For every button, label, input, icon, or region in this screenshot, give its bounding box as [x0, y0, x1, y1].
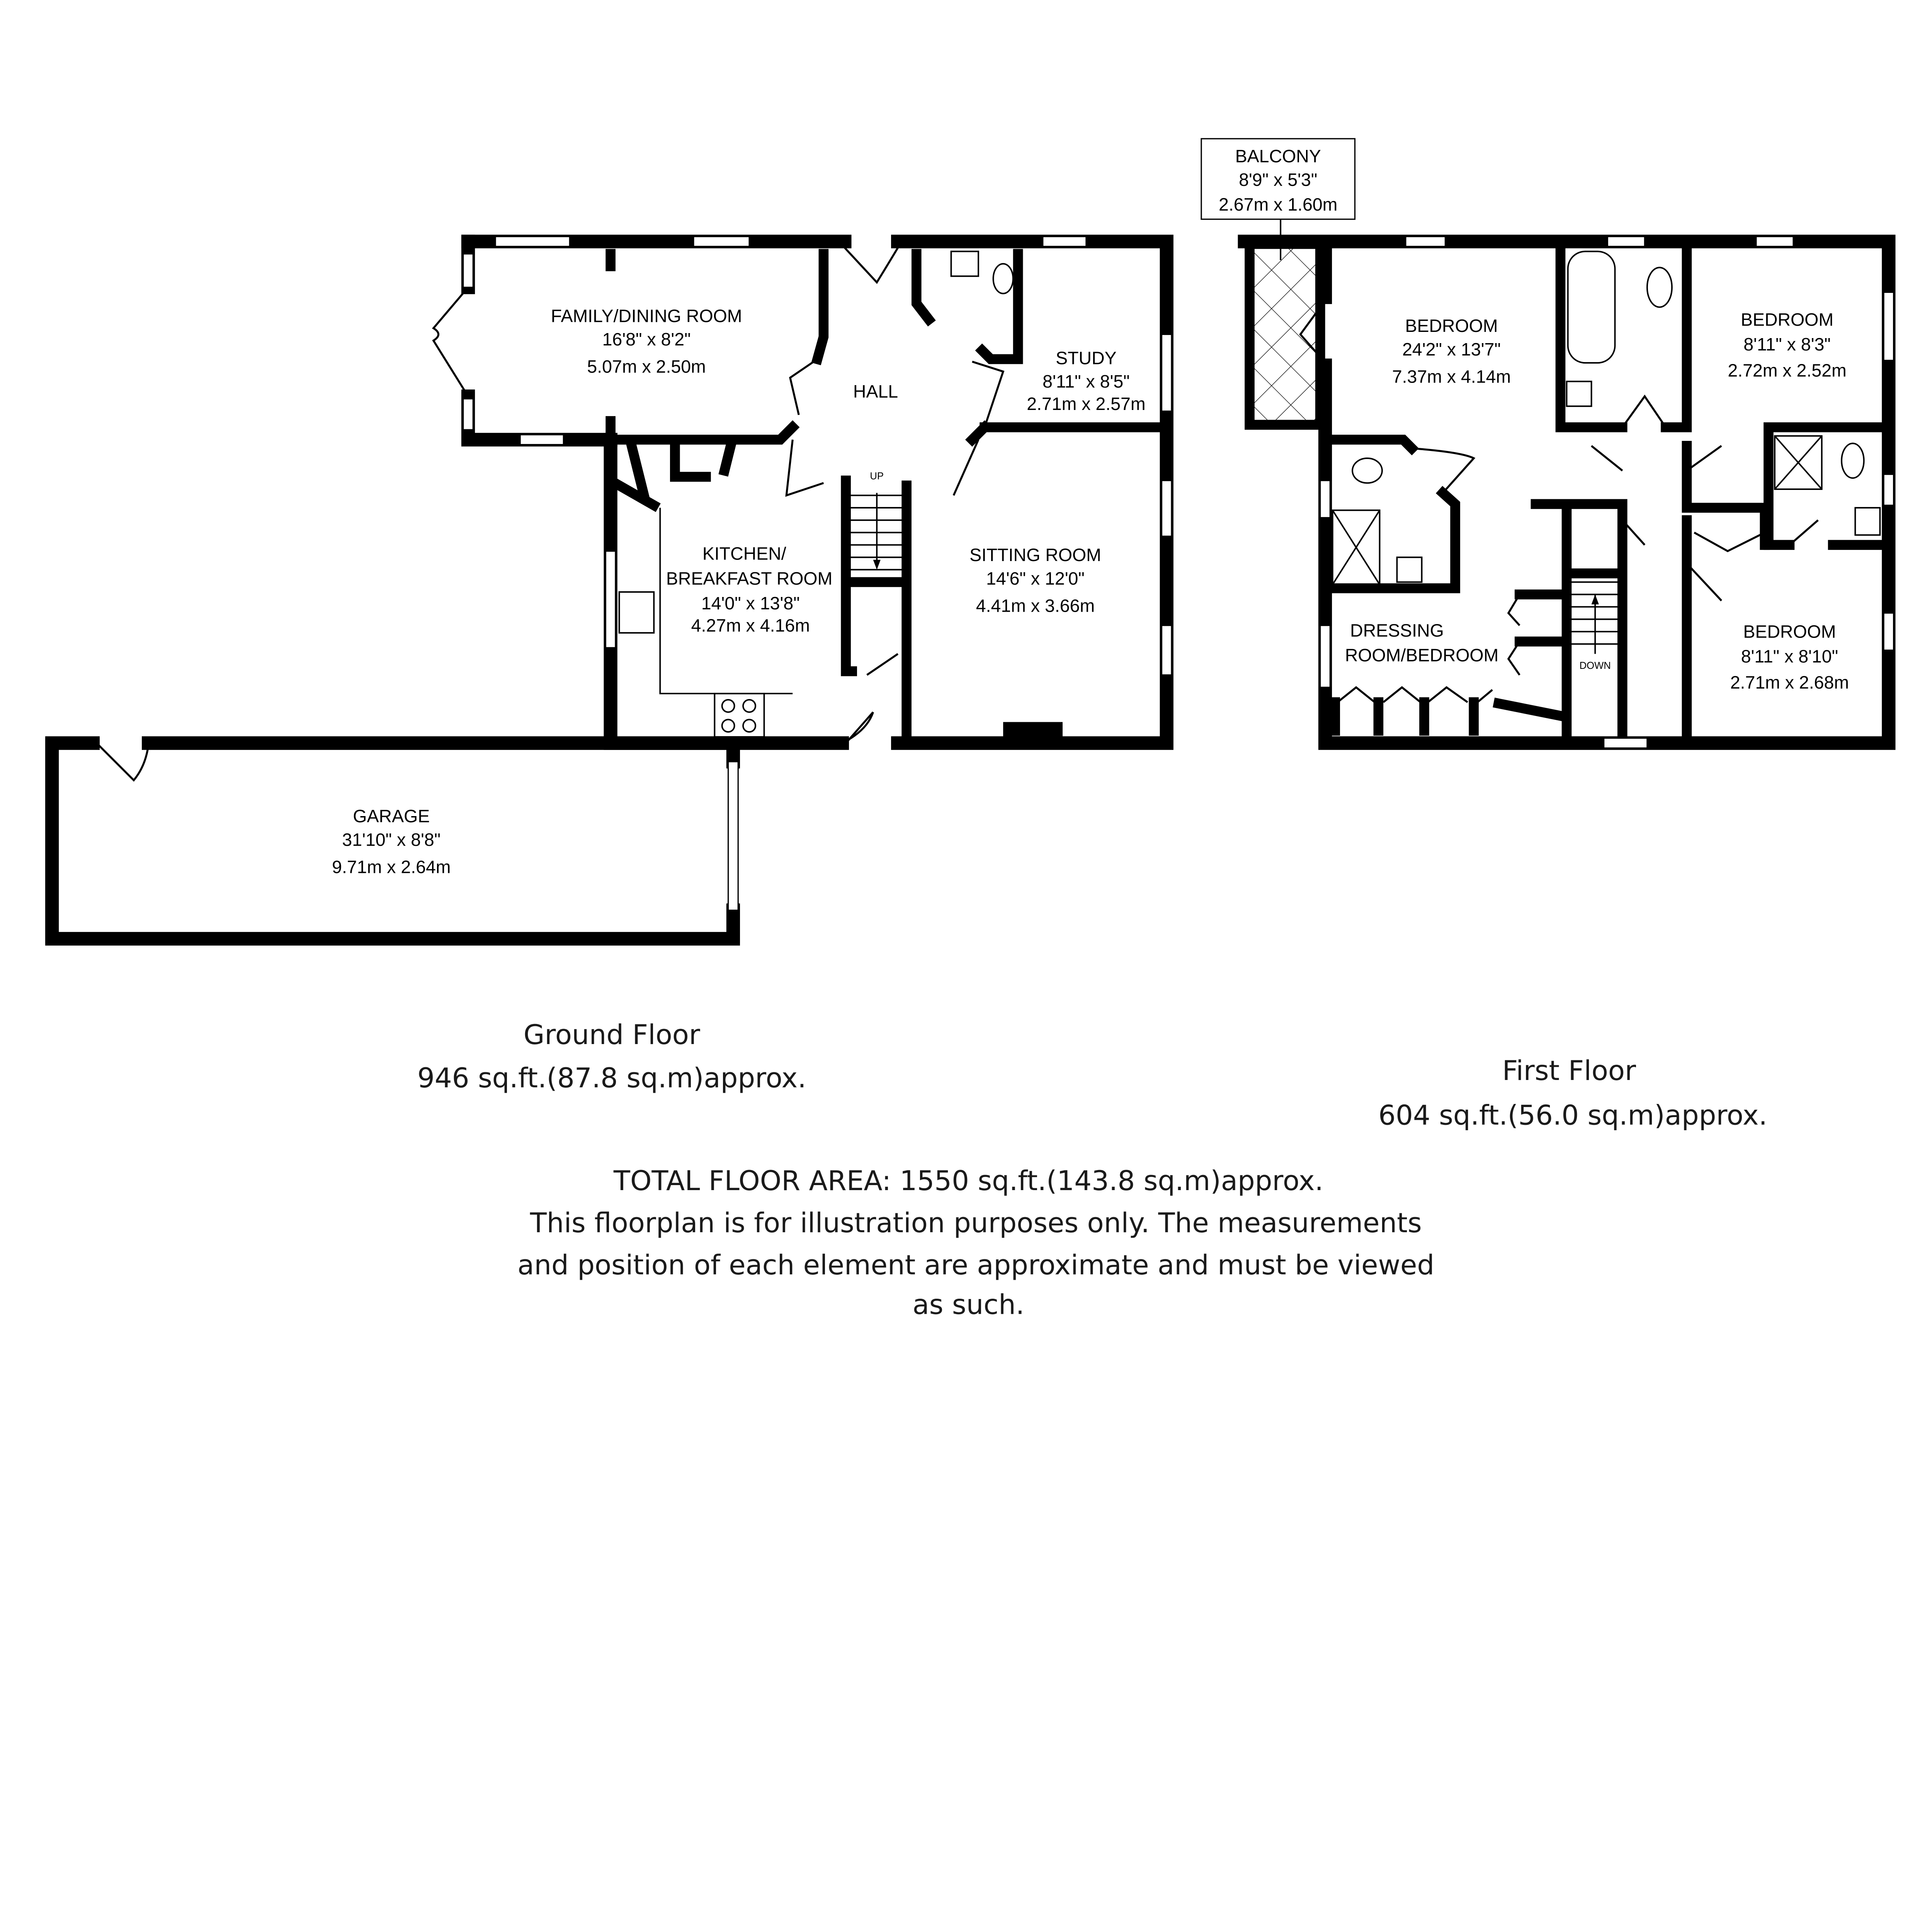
balcony-area: [1245, 239, 1325, 430]
bath-icon: [1567, 250, 1616, 364]
basin-icon: [950, 250, 979, 277]
room-imperial: 14'6" x 12'0": [986, 568, 1085, 588]
basin-icon: [1566, 381, 1592, 407]
first-floor-area: 604 sq.ft.(56.0 sq.m)approx.: [1378, 1099, 1767, 1131]
disclaimer-line: and position of each element are approxi…: [517, 1249, 1434, 1281]
room-name: DRESSING: [1350, 620, 1444, 640]
basin-icon: [1854, 507, 1881, 536]
room-metric: 2.67m x 1.60m: [1219, 194, 1337, 214]
room-imperial: 14'0" x 13'8": [701, 593, 800, 613]
hob-icon: [714, 692, 765, 738]
room-imperial: 8'11" x 8'5": [1043, 371, 1130, 391]
shower-icon: [1774, 435, 1823, 490]
stairs-down-label: DOWN: [1580, 660, 1611, 671]
room-imperial: 8'11" x 8'3": [1743, 334, 1831, 354]
room-name-line2: ROOM/BEDROOM: [1345, 645, 1499, 665]
room-name: STUDY: [1056, 348, 1117, 368]
sink-icon: [618, 591, 655, 634]
room-metric: 4.41m x 3.66m: [976, 595, 1095, 616]
room-metric: 2.72m x 2.52m: [1728, 360, 1846, 380]
room-imperial: 24'2" x 13'7": [1402, 339, 1501, 359]
total-floor-area: TOTAL FLOOR AREA: 1550 sq.ft.(143.8 sq.m…: [613, 1165, 1323, 1197]
disclaimer-line: as such.: [913, 1289, 1025, 1321]
ground-floor-plan: UP FAMILY/DINING ROOM 16'8" x 8'2" 5.07m…: [45, 235, 1173, 946]
room-metric: 7.37m x 4.14m: [1392, 366, 1511, 386]
room-name: KITCHEN/: [702, 544, 786, 564]
toilet-icon: [1646, 267, 1673, 308]
ground-floor-title: Ground Floor: [524, 1019, 700, 1051]
disclaimer-line: This floorplan is for illustration purpo…: [530, 1207, 1422, 1239]
toilet-icon: [1352, 457, 1383, 484]
balcony-label-box: [1201, 138, 1356, 220]
first-floor-title: First Floor: [1502, 1055, 1636, 1087]
room-imperial: 16'8" x 8'2": [602, 329, 691, 349]
basin-icon: [1396, 556, 1423, 583]
room-name: HALL: [853, 381, 898, 401]
stairs-up: UP: [849, 471, 904, 571]
stairs-down: DOWN: [1570, 581, 1620, 671]
room-imperial: 8'11" x 8'10": [1741, 646, 1838, 667]
room-metric: 9.71m x 2.64m: [332, 857, 451, 877]
shower-icon: [1332, 509, 1381, 585]
floorplan: UP FAMILY/DINING ROOM 16'8" x 8'2" 5.07m…: [45, 138, 1896, 1321]
toilet-icon: [992, 263, 1014, 294]
room-name: SITTING ROOM: [969, 545, 1101, 565]
room-metric: 2.71m x 2.68m: [1730, 672, 1849, 692]
room-name: BEDROOM: [1405, 316, 1498, 336]
room-name: BEDROOM: [1741, 310, 1833, 330]
room-imperial: 8'9" x 5'3": [1239, 170, 1317, 190]
room-name: GARAGE: [353, 806, 430, 826]
room-name-line2: BREAKFAST ROOM: [666, 568, 832, 588]
room-imperial: 31'10" x 8'8": [342, 830, 440, 850]
room-name: FAMILY/DINING ROOM: [551, 306, 742, 326]
ground-floor-area: 946 sq.ft.(87.8 sq.m)approx.: [417, 1062, 806, 1094]
room-name: BEDROOM: [1743, 622, 1836, 642]
room-metric: 5.07m x 2.50m: [587, 357, 706, 377]
stairs-up-label: UP: [870, 471, 884, 481]
toilet-icon: [1841, 442, 1865, 479]
room-name: BALCONY: [1235, 146, 1321, 166]
room-metric: 2.71m x 2.57m: [1027, 394, 1145, 414]
room-metric: 4.27m x 4.16m: [691, 616, 810, 636]
first-floor-plan: BALCONY 8'9" x 5'3" 2.67m x 1.60m DOWN: [1201, 138, 1896, 750]
